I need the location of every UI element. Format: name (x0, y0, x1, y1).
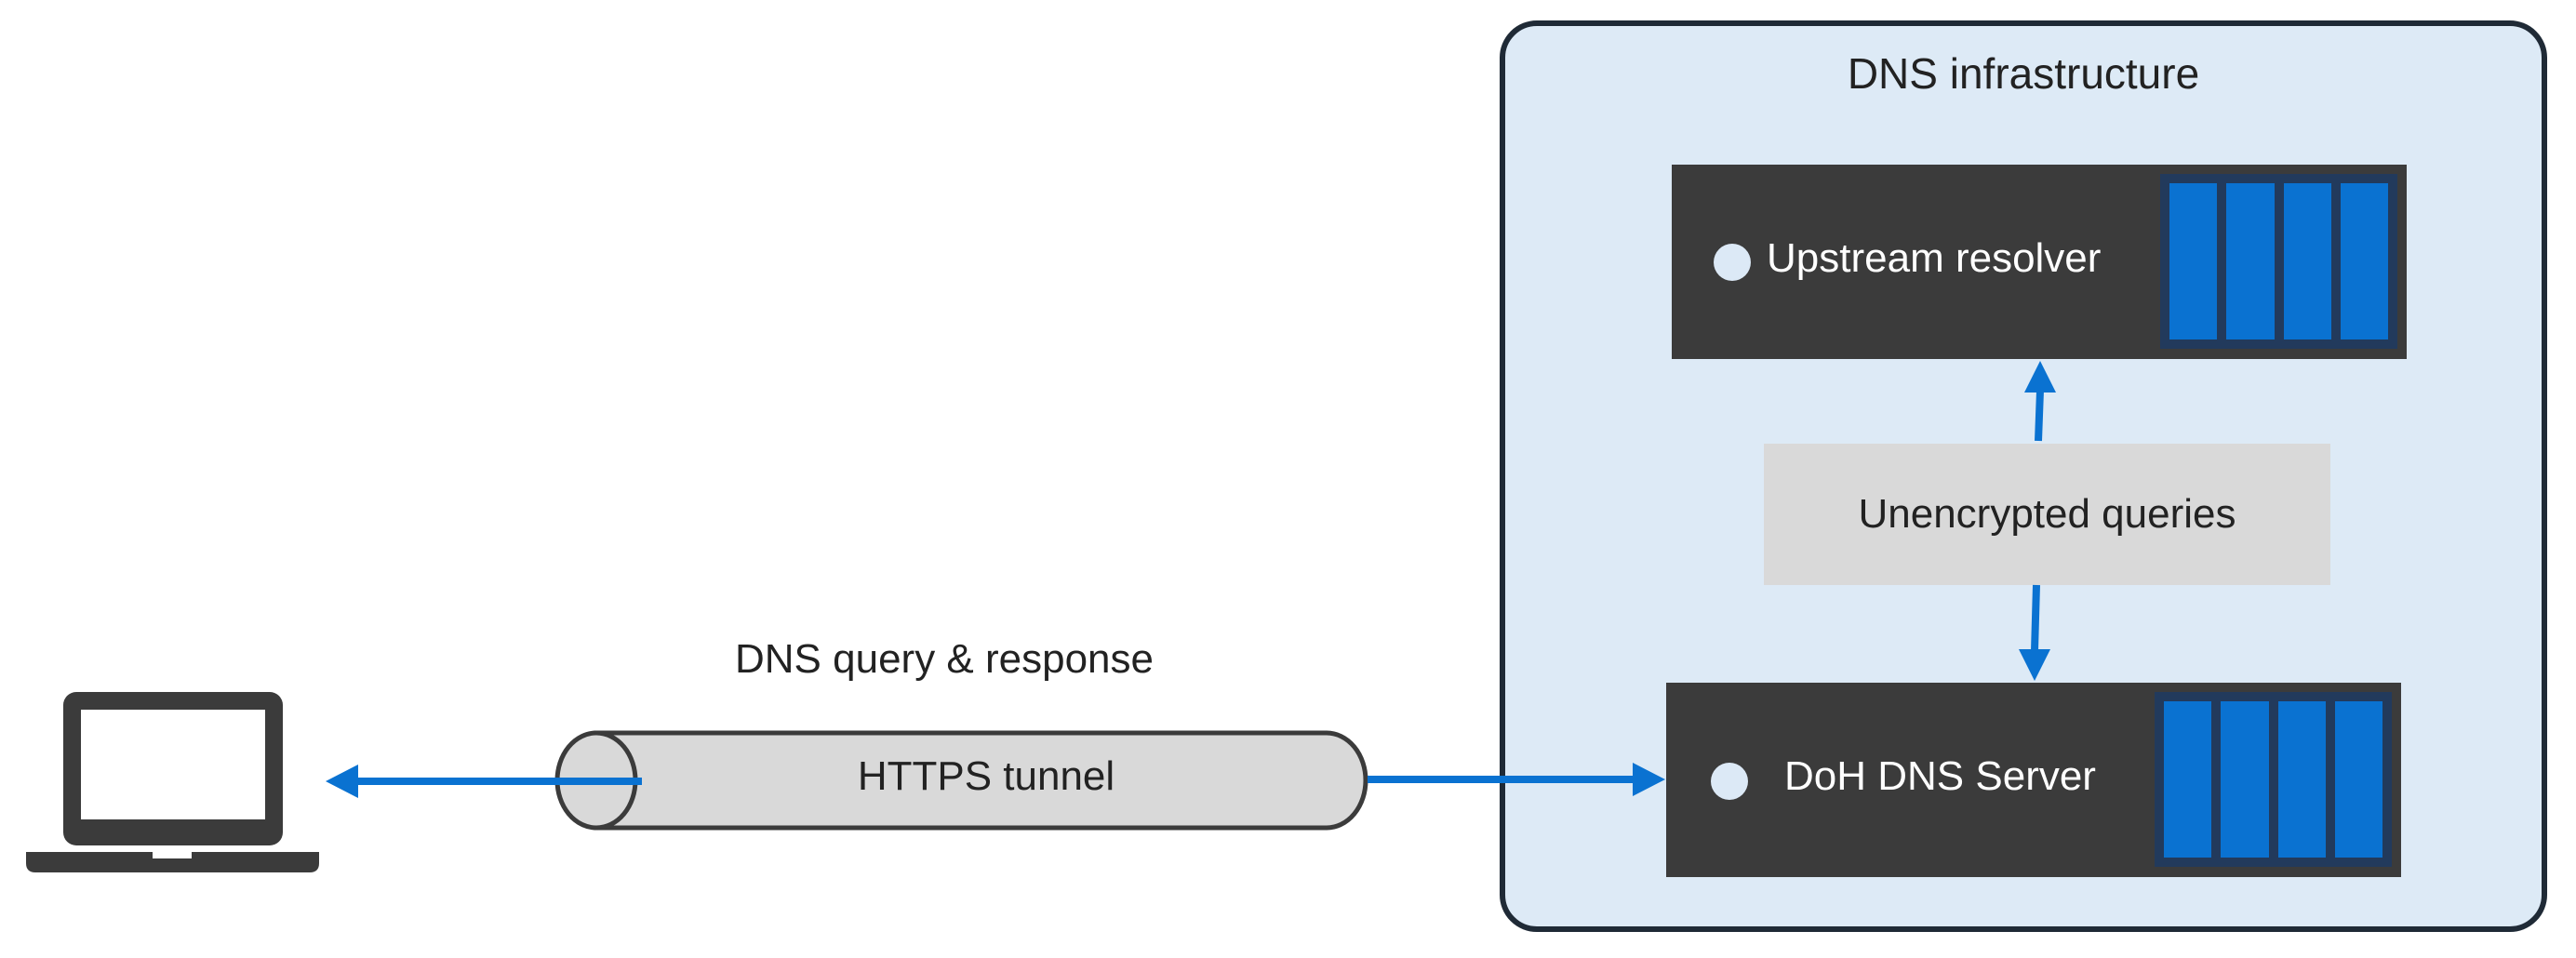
drive-bays (2160, 174, 2397, 349)
downstream-arrow (2019, 584, 2050, 681)
laptop-icon (26, 692, 319, 872)
drive-bay-icon (2277, 701, 2326, 858)
drive-bay-icon (2340, 183, 2388, 339)
response-arrow (326, 765, 642, 798)
unencrypted-queries-label: Unencrypted queries (1764, 444, 2330, 585)
upstream-resolver-server: Upstream resolver (1672, 165, 2407, 359)
drive-bay-icon (2169, 183, 2218, 339)
doh-dns-server: DoH DNS Server (1666, 683, 2401, 877)
drive-bay-icon (2226, 183, 2275, 339)
status-light-icon (1711, 763, 1748, 800)
drive-bay-icon (2221, 701, 2269, 858)
drive-bay-icon (2334, 701, 2382, 858)
upstream-resolver-label: Upstream resolver (1767, 235, 2102, 281)
drive-bays (2155, 692, 2392, 867)
status-light-icon (1714, 244, 1751, 281)
https-tunnel-label: HTTPS tunnel (857, 753, 1115, 799)
drive-bay-icon (2164, 701, 2212, 858)
upstream-arrow (2024, 361, 2056, 442)
drive-bay-icon (2283, 183, 2331, 339)
dns-infrastructure-title: DNS infrastructure (1847, 49, 2200, 98)
dns-query-response-caption: DNS query & response (735, 636, 1154, 682)
query-arrow (1368, 763, 1665, 796)
doh-dns-server-label: DoH DNS Server (1784, 753, 2096, 799)
